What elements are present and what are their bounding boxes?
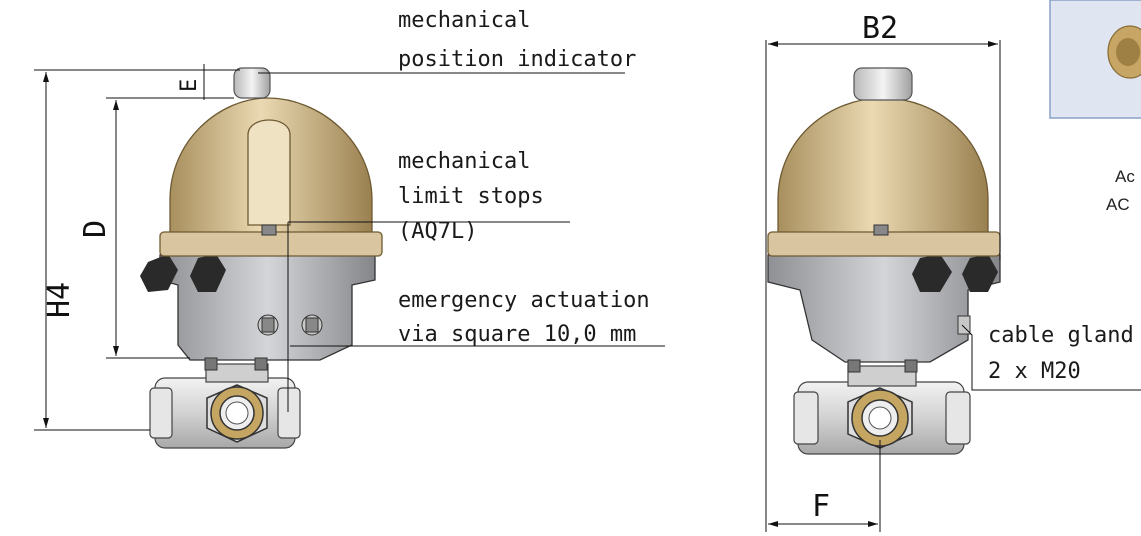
- limit-stops-label-line2: limit stops: [398, 184, 544, 209]
- d-dimension-label: D: [78, 220, 113, 238]
- right-actuator-housing: [767, 254, 1001, 373]
- h4-dimension-label: H4: [42, 282, 77, 318]
- inset-caption-line1: Ac: [1115, 167, 1135, 186]
- right-valve-assembly: [767, 67, 1001, 455]
- right-dimension-lines: [765, 40, 1141, 532]
- inset-photo: [1049, 0, 1141, 119]
- left-valve-assembly: [140, 67, 383, 449]
- left-hex-bolt-icon: [140, 254, 178, 292]
- emergency-label-line2: via square 10,0 mm: [398, 322, 636, 347]
- f-dimension-label: F: [812, 489, 830, 524]
- left-actuator-cover: [159, 97, 383, 257]
- right-hex-bolt-icon: [912, 254, 952, 292]
- left-leader-lines: [258, 72, 665, 412]
- position-indicator-label-line1: mechanical: [398, 8, 530, 33]
- left-hex-bolt-icon: [190, 254, 226, 292]
- right-hex-bolt-icon: [962, 254, 998, 292]
- e-dimension-label: E: [177, 79, 202, 92]
- position-indicator-label-line2: position indicator: [398, 47, 636, 72]
- limit-stops-label-line1: mechanical: [398, 149, 530, 174]
- limit-stops-label-line3: (AQ7L): [398, 219, 477, 244]
- right-actuator-cover: [767, 97, 1001, 257]
- emergency-label-line1: emergency actuation: [398, 288, 650, 313]
- right-valve-body: [793, 365, 971, 455]
- inset-caption-line2: AC: [1106, 195, 1130, 214]
- cable-gland-label-line2: 2 x M20: [988, 359, 1081, 384]
- right-position-indicator-cap: [853, 67, 913, 101]
- cable-gland-label-line1: cable gland: [988, 323, 1134, 348]
- left-valve-body: [149, 363, 301, 449]
- b2-dimension-label: B2: [862, 11, 898, 46]
- left-actuator-housing: [140, 254, 376, 371]
- left-dimension-lines: [34, 64, 240, 431]
- left-position-indicator-cap: [233, 67, 271, 99]
